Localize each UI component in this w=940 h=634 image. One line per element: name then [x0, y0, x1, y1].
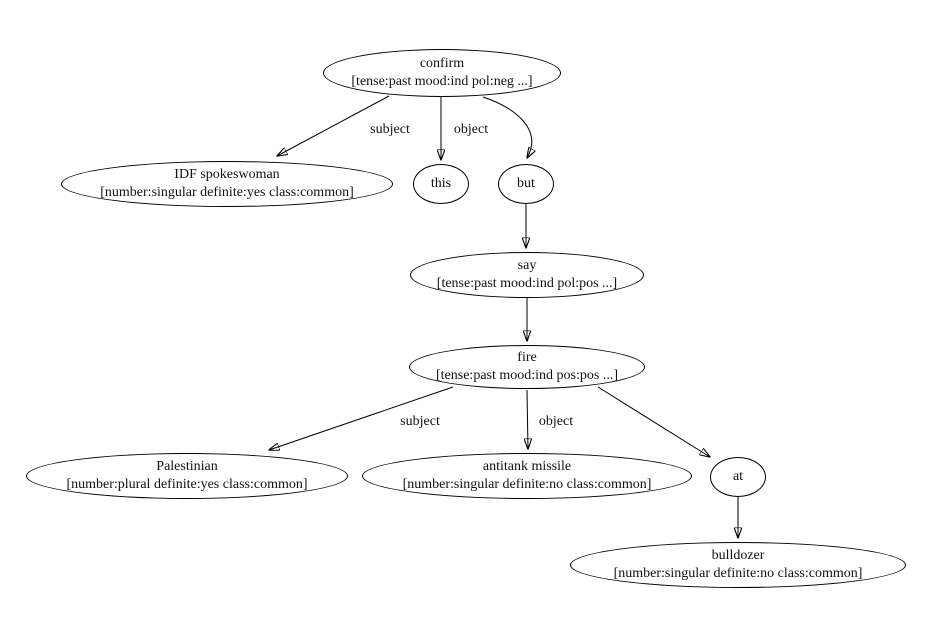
node-label: Palestinian: [156, 458, 218, 474]
edge-label-fire-object: object: [536, 414, 576, 430]
edge-fire-antitank-missile: [527, 389, 528, 449]
node-antitank-missile: antitank missile [number:singular defini…: [362, 453, 692, 499]
node-bulldozer: bulldozer [number:singular definite:no c…: [570, 542, 906, 588]
edge-fire-at: [597, 386, 710, 457]
node-at: at: [710, 457, 766, 497]
node-label: but: [517, 175, 535, 191]
node-label: IDF spokeswoman: [174, 166, 280, 182]
node-fire: fire [tense:past mood:ind pos:pos ...]: [409, 345, 645, 389]
node-label: antitank missile: [482, 458, 572, 474]
node-features: [number:singular definite:no class:commo…: [613, 566, 863, 581]
node-label: confirm: [419, 55, 465, 71]
node-label: this: [430, 175, 452, 191]
node-label: fire: [517, 349, 537, 365]
node-features: [number:plural definite:yes class:common…: [66, 477, 308, 492]
node-features: [number:singular definite:no class:commo…: [402, 477, 652, 492]
node-this: this: [413, 164, 469, 204]
node-label: at: [732, 468, 744, 484]
node-label: say: [517, 257, 537, 273]
node-but: but: [498, 164, 554, 204]
node-say: say [tense:past mood:ind pol:pos ...]: [410, 252, 644, 298]
edge-label-fire-subject: subject: [398, 414, 442, 430]
node-features: [number:singular definite:yes class:comm…: [100, 185, 354, 200]
node-idf-spokeswoman: IDF spokeswoman [number:singular definit…: [61, 161, 393, 207]
edge-label-confirm-object: object: [451, 122, 491, 138]
node-features: [tense:past mood:ind pol:neg ...]: [351, 74, 533, 89]
node-palestinian: Palestinian [number:plural definite:yes …: [26, 453, 348, 499]
node-features: [tense:past mood:ind pos:pos ...]: [436, 368, 618, 383]
node-label: bulldozer: [711, 547, 765, 563]
node-features: [tense:past mood:ind pol:pos ...]: [436, 276, 618, 291]
node-confirm: confirm [tense:past mood:ind pol:neg ...…: [323, 49, 561, 97]
edge-label-confirm-subject: subject: [368, 122, 412, 138]
edge-confirm-but: [482, 96, 532, 158]
